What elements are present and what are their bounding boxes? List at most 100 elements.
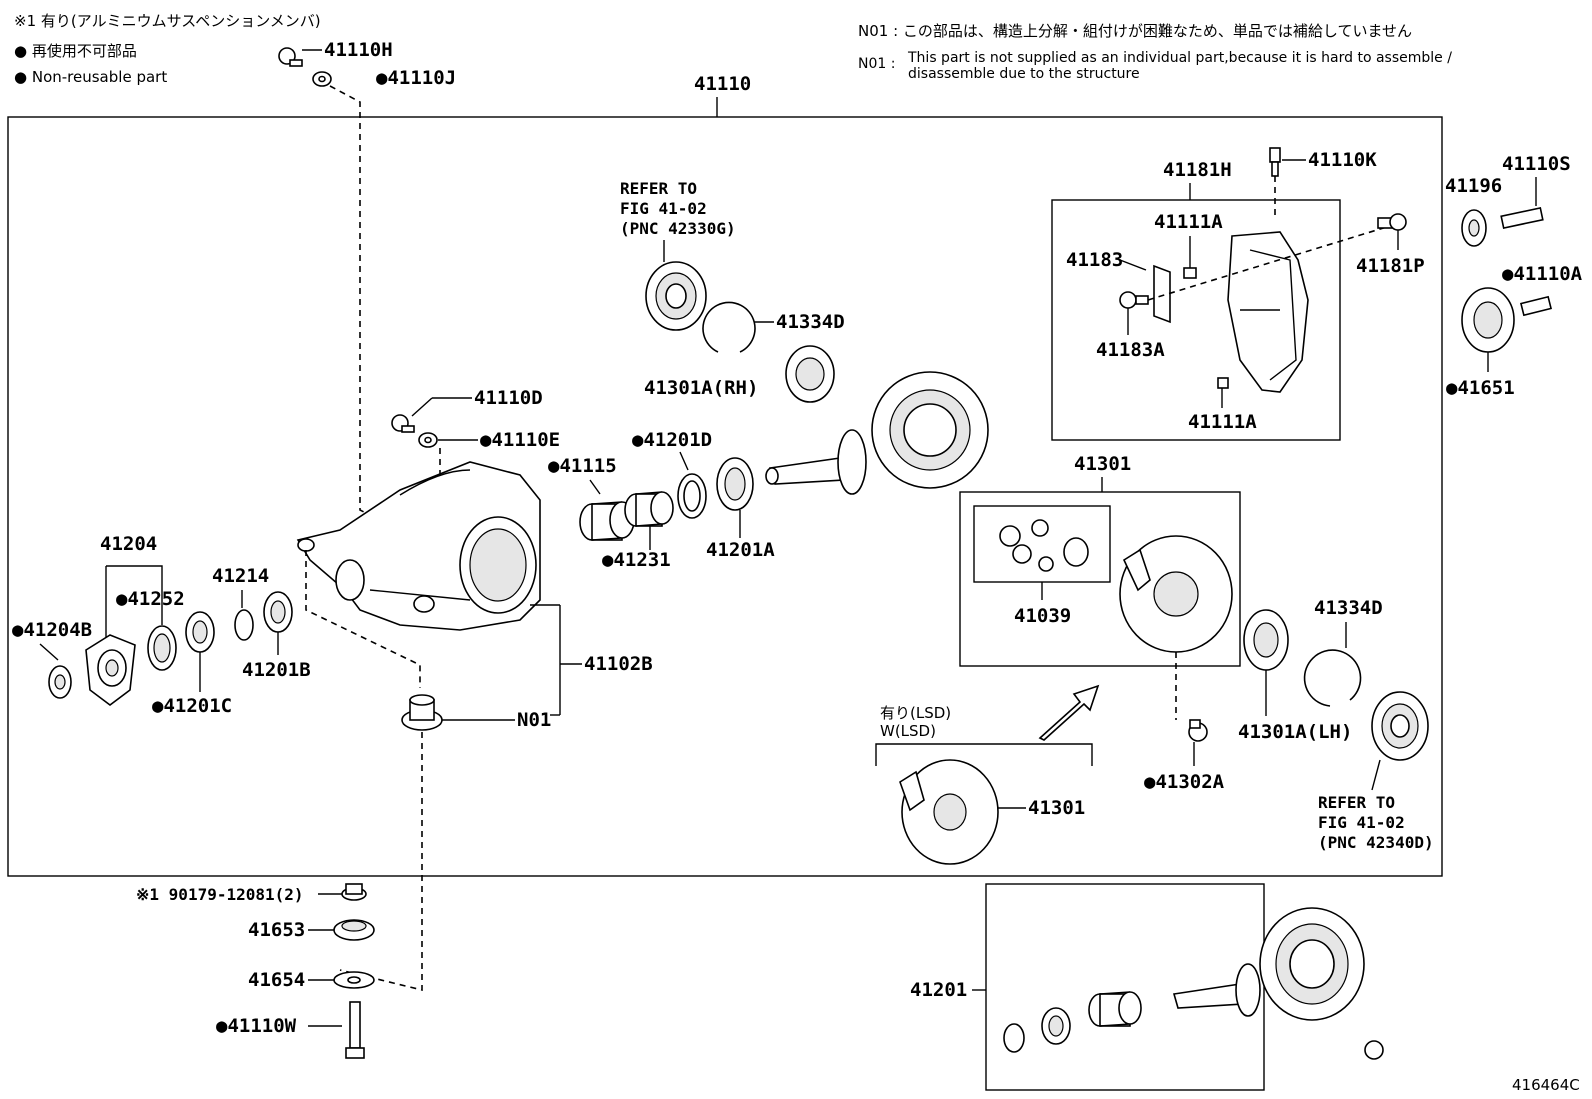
- diff-case-group-41301-frame: [959, 491, 1241, 667]
- refer-bottom-line3: (PNC 42340D): [1318, 833, 1434, 852]
- label-41654: 41654: [248, 969, 305, 991]
- label-41110: 41110: [694, 73, 751, 95]
- plate-41183-icon: [1153, 264, 1171, 324]
- label-41110k: 41110K: [1308, 149, 1377, 171]
- label-41201: 41201: [910, 979, 967, 1001]
- n01-note-en-prefix: N01 :: [858, 56, 895, 72]
- bolt-41181p-icon: [1377, 213, 1407, 231]
- oil-seal-42330g-icon: [645, 261, 707, 331]
- legend-nonreusable-jp: ● 再使用不可部品: [14, 42, 137, 60]
- label-41231: ●41231: [602, 549, 671, 571]
- label-41039: 41039: [1014, 605, 1071, 627]
- label-41110h: 41110H: [324, 39, 393, 61]
- nut-41204b-icon: [48, 665, 72, 699]
- bolt-41302a-icon: [1188, 719, 1208, 742]
- label-41111a-top: 41111A: [1154, 211, 1223, 233]
- oil-seal-42340d-icon: [1371, 691, 1429, 761]
- label-41301a-lh: 41301A(LH): [1238, 721, 1352, 743]
- label-41334d-right: 41334D: [1314, 597, 1383, 619]
- label-41181p: 41181P: [1356, 255, 1425, 277]
- label-41201a: 41201A: [706, 539, 775, 561]
- washer-41654-icon: [333, 971, 375, 989]
- dowel-pin-bottom-icon: [1217, 377, 1229, 389]
- label-41110a: ●41110A: [1502, 263, 1583, 285]
- figure-id: 416464C: [1512, 1076, 1580, 1094]
- seal-41201c-icon: [185, 611, 215, 653]
- shim-41201d-icon: [677, 473, 707, 519]
- label-41183a: 41183A: [1096, 339, 1165, 361]
- nut-90179-icon: [341, 883, 367, 901]
- label-41196: 41196: [1445, 175, 1502, 197]
- bearing-41301a-lh-icon: [1243, 609, 1289, 671]
- label-41115: ●41115: [548, 455, 617, 477]
- n01-note-jp: N01 : この部品は、構造上分解・組付けが困難なため、単品では補給していません: [858, 22, 1412, 40]
- bolt-41110d-icon: [391, 414, 415, 433]
- label-41214: 41214: [212, 565, 269, 587]
- aluminum-member-note: ※1 有り(アルミニウムサスペンションメンバ): [14, 12, 321, 30]
- label-41651: ●41651: [1446, 377, 1515, 399]
- label-41181h: 41181H: [1163, 159, 1232, 181]
- bolt-41110w-icon: [345, 1001, 365, 1059]
- refer-top-line3: (PNC 42330G): [620, 219, 736, 238]
- bearing-41201b-icon: [263, 591, 293, 633]
- refer-bottom-line1: REFER TO: [1318, 793, 1395, 812]
- differential-assembly-frame: [7, 116, 1443, 877]
- snap-ring-41334d-top-icon: [702, 301, 756, 353]
- label-41201b: 41201B: [242, 659, 311, 681]
- washer-41110e-icon: [418, 432, 438, 448]
- companion-flange-41204-icon: [85, 634, 136, 706]
- label-41252: ●41252: [116, 588, 185, 610]
- label-41301-lsd: 41301: [1028, 797, 1085, 819]
- oil-seal-41252-icon: [147, 625, 177, 671]
- breather-41110k-icon: [1269, 147, 1281, 177]
- collar-41231-icon: [624, 491, 674, 527]
- n01-note-en-line2: disassemble due to the structure: [908, 66, 1140, 82]
- differential-carrier-housing-icon: [296, 461, 541, 631]
- label-41201d: ●41201D: [632, 429, 712, 451]
- diff-case-41301-icon: [1119, 535, 1233, 653]
- n01-note-en-line1: This part is not supplied as an individu…: [907, 50, 1452, 66]
- label-41301-box: 41301: [1074, 453, 1131, 475]
- lsd-label-en: W(LSD): [880, 722, 936, 740]
- ring-gear-pinion-icon: [765, 371, 989, 495]
- refer-top-line2: FIG 41-02: [620, 199, 707, 218]
- rear-cover-41181h-icon: [1227, 231, 1309, 393]
- lsd-option-arrow-icon: [1038, 684, 1100, 741]
- washer-41110j-icon: [312, 71, 332, 87]
- label-41334d-top: 41334D: [776, 311, 845, 333]
- label-n01: N01: [517, 709, 551, 731]
- gear-kit-parts-41201-icon: [1003, 907, 1384, 1060]
- cushion-41651-icon: [1461, 287, 1515, 353]
- bushing-41196-icon: [1461, 209, 1487, 247]
- pinion-gears-41039-icon: [999, 519, 1089, 572]
- label-41111a-bottom: 41111A: [1188, 411, 1257, 433]
- label-41201c: ●41201C: [152, 695, 232, 717]
- bolt-41183a-icon: [1119, 291, 1149, 309]
- legend-nonreusable-en: ● Non-reusable part: [14, 68, 167, 86]
- spacer-41214-icon: [234, 609, 254, 641]
- refer-top-line1: REFER TO: [620, 179, 697, 198]
- label-41653: 41653: [248, 919, 305, 941]
- label-41302a: ●41302A: [1144, 771, 1225, 793]
- label-41204: 41204: [100, 533, 157, 555]
- stopper-41653-icon: [333, 919, 375, 941]
- label-41204b: ●41204B: [12, 619, 92, 641]
- bearing-41201a-icon: [716, 457, 754, 511]
- refer-bottom-line2: FIG 41-02: [1318, 813, 1405, 832]
- label-90179: ※1 90179-12081(2): [136, 885, 304, 904]
- label-41110e: ●41110E: [480, 429, 560, 451]
- label-41301a-rh: 41301A(RH): [644, 377, 758, 399]
- lsd-label-jp: 有り(LSD): [880, 704, 951, 722]
- bolt-41110a-icon: [1519, 295, 1553, 317]
- label-41110d: 41110D: [474, 387, 543, 409]
- bearing-41301a-rh-icon: [785, 345, 835, 403]
- label-41110j: ●41110J: [376, 67, 456, 89]
- bolt-41110s-icon: [1500, 207, 1544, 229]
- label-41110s: 41110S: [1502, 153, 1571, 175]
- dowel-pin-top-icon: [1183, 267, 1197, 279]
- cover-group-41181h-frame: [1051, 199, 1341, 441]
- snap-ring-41334d-right-icon: [1303, 649, 1362, 707]
- mount-bushing-n01-icon: [401, 694, 443, 731]
- label-41102b: 41102B: [584, 653, 653, 675]
